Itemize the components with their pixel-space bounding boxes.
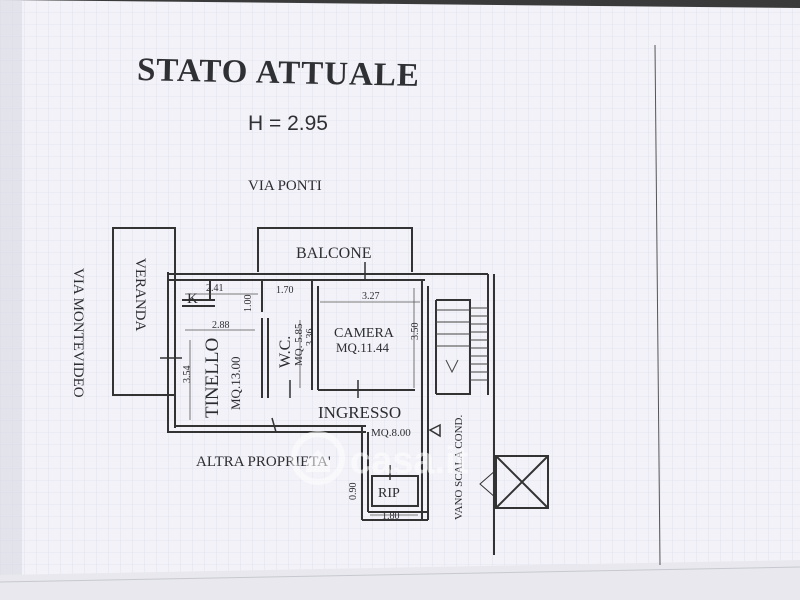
room-wc-area: MQ. 5.85	[293, 323, 305, 366]
room-rip: RIP	[378, 486, 400, 501]
room-camera: CAMERA	[334, 326, 395, 341]
room-balcone: BALCONE	[296, 245, 372, 262]
dim-wc-width: 1.70	[276, 285, 294, 296]
room-kitchen: K	[187, 291, 198, 307]
room-tinello: TINELLO	[202, 338, 223, 418]
dim-rip-width: 1.80	[382, 511, 400, 522]
room-veranda: VERANDA	[132, 258, 148, 331]
room-camera-area: MQ.11.44	[336, 340, 389, 355]
stairwell-label: VANO SCALA COND.	[453, 415, 465, 520]
entrance-arrow	[428, 423, 441, 438]
dim-rip-depth: 0.90	[348, 483, 359, 501]
dim-camera-depth: 3.50	[410, 323, 421, 341]
plan-title: STATO ATTUALE	[136, 52, 421, 94]
room-ingresso-area: MQ.8.00	[371, 427, 411, 439]
dim-camera-width: 3.27	[362, 291, 380, 302]
watermark-logo-icon	[291, 431, 345, 485]
street-label-left: VIA MONTEVIDEO	[70, 268, 86, 398]
dim-k-width: 2.41	[206, 283, 224, 294]
dim-wc-small: 1.00	[243, 295, 254, 313]
door-marks	[160, 262, 391, 480]
room-tinello-area: MQ.13.00	[228, 357, 243, 410]
watermark-text: casa.it	[350, 440, 469, 482]
dim-tinello-depth: 3.54	[182, 366, 193, 384]
margin-line	[654, 44, 661, 566]
ceiling-height: H = 2.95	[248, 112, 328, 135]
lower-paper-edge	[0, 560, 800, 600]
dim-tinello-width: 2.88	[212, 320, 230, 331]
dim-wc-depth: 3.36	[305, 329, 316, 347]
room-wc: W.C.	[277, 336, 294, 368]
street-label-top: VIA PONTI	[248, 178, 322, 194]
watermark: casa.it	[291, 431, 469, 485]
dimension-lines	[185, 288, 420, 516]
stair-treads	[436, 307, 488, 381]
paper-shadow	[0, 0, 22, 600]
walls	[112, 227, 549, 555]
room-ingresso: INGRESSO	[318, 403, 401, 422]
